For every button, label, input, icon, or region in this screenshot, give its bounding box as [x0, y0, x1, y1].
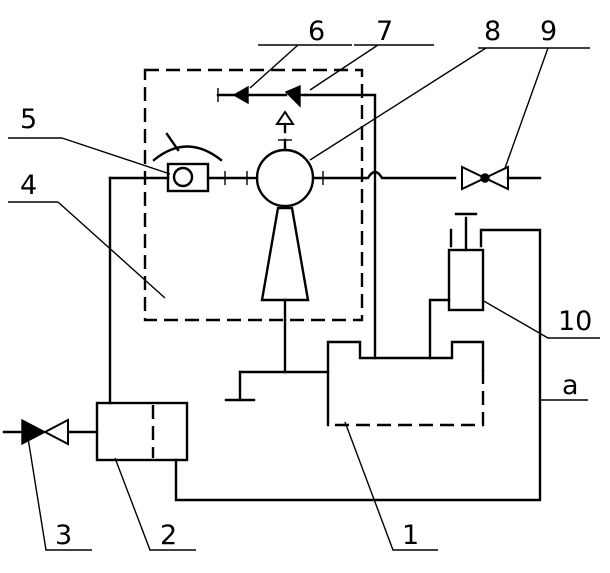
leader-3 — [27, 437, 92, 551]
label-2: 2 — [160, 520, 177, 551]
component-2-tank — [95, 401, 189, 462]
leader-6 — [249, 44, 352, 89]
component-1-housing — [326, 340, 485, 427]
label-8: 8 — [484, 16, 501, 47]
component-5-needle — [165, 132, 180, 152]
leader-10 — [481, 299, 600, 339]
pipe-10-to-housing — [428, 298, 451, 360]
label-6: 6 — [308, 16, 325, 47]
arrow-7 — [284, 84, 301, 108]
leader-7 — [309, 44, 434, 91]
leader-5 — [8, 137, 171, 175]
open-arrow-top — [275, 110, 295, 125]
enclosure-4 — [143, 68, 364, 322]
component-8-circle — [255, 148, 315, 208]
leader-1 — [344, 421, 438, 551]
label-3: 3 — [55, 520, 72, 551]
component-5-arc — [152, 145, 223, 162]
cone-below-8 — [260, 206, 310, 302]
component-1-dashed-outline — [328, 370, 485, 427]
label-5: 5 — [20, 104, 37, 135]
component-5-dial — [172, 166, 194, 188]
leader-8 — [309, 47, 534, 161]
component-10-cylinder — [447, 248, 485, 312]
label-1: 1 — [402, 520, 419, 551]
leader-4 — [8, 201, 166, 299]
leader-9 — [504, 47, 590, 169]
valve-3-filled — [21, 418, 47, 446]
pipe-top-to-housing — [303, 93, 377, 360]
component-10-side-ticks — [449, 228, 483, 248]
label-9: 9 — [540, 16, 557, 47]
label-7: 7 — [376, 16, 393, 47]
valve-9-left — [461, 165, 488, 191]
valve-9-center — [480, 173, 490, 183]
label-10: 10 — [558, 306, 592, 337]
leader-2 — [114, 457, 196, 551]
label-4: 4 — [20, 170, 37, 201]
pipe-8-to-valve-9 — [311, 170, 457, 180]
label-a: a — [562, 370, 579, 401]
arrow-6 — [232, 85, 249, 105]
pipe-a-loop — [174, 228, 542, 502]
valve-3-open — [42, 418, 69, 446]
